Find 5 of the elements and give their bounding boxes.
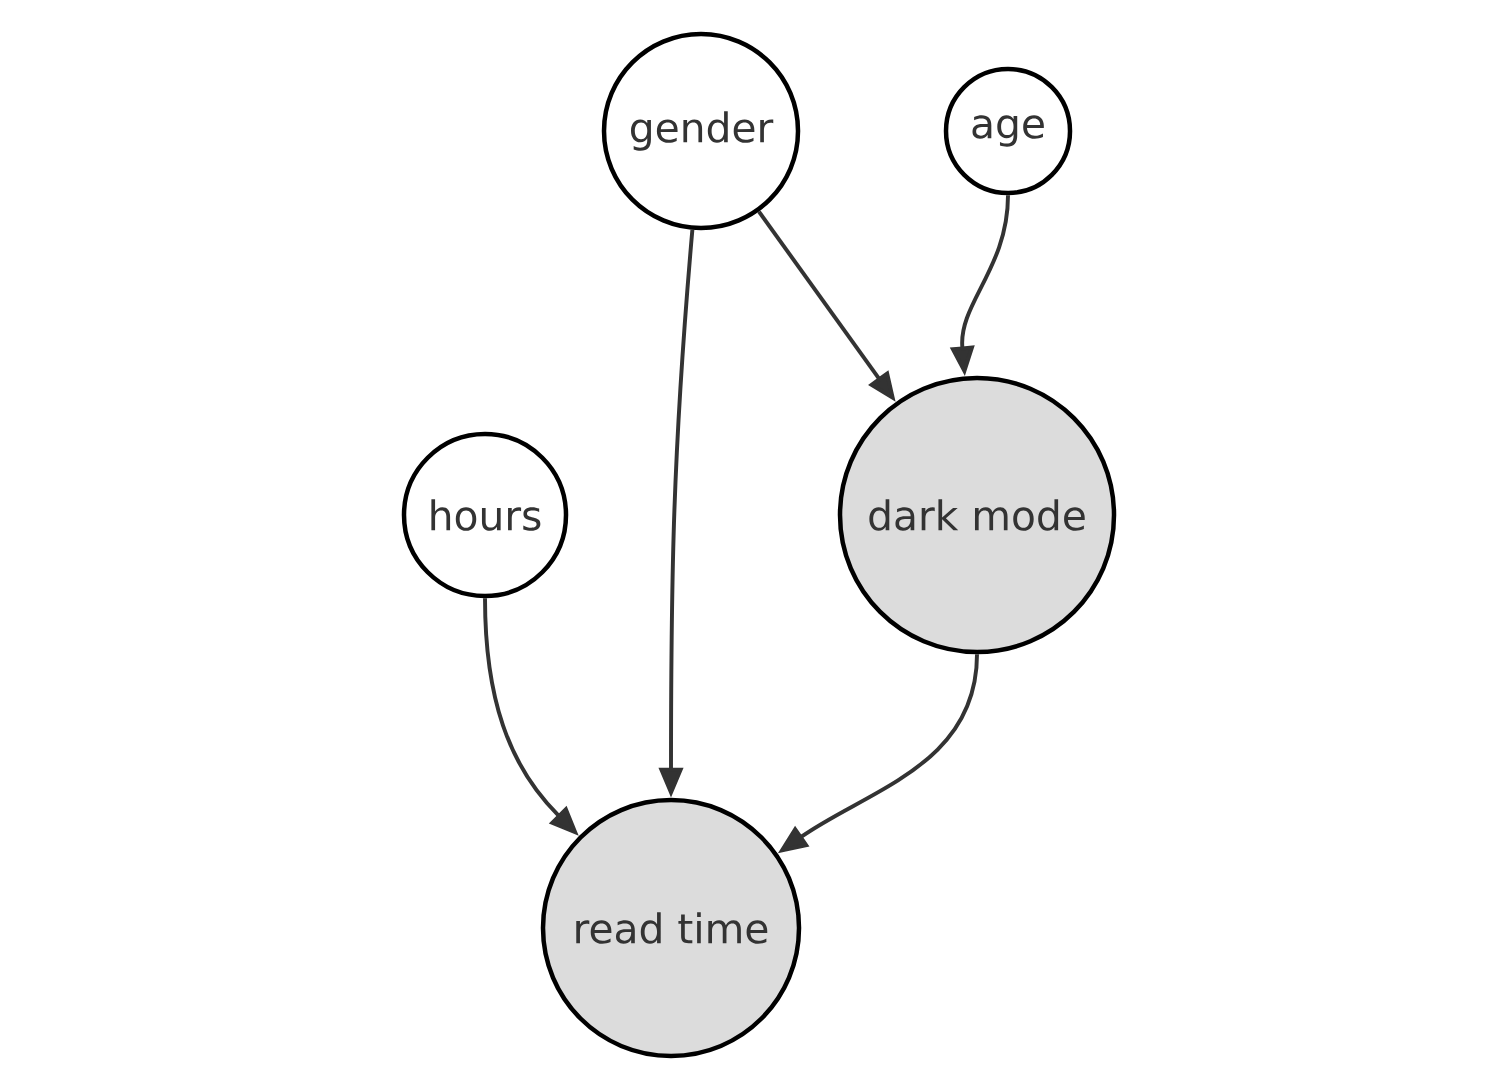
circle-node: gender [601, 31, 801, 231]
circle-node: read time [540, 797, 802, 1059]
circle-node: dark mode [837, 375, 1117, 655]
circle-node: hours [401, 431, 569, 599]
circle-node: age [943, 66, 1073, 196]
